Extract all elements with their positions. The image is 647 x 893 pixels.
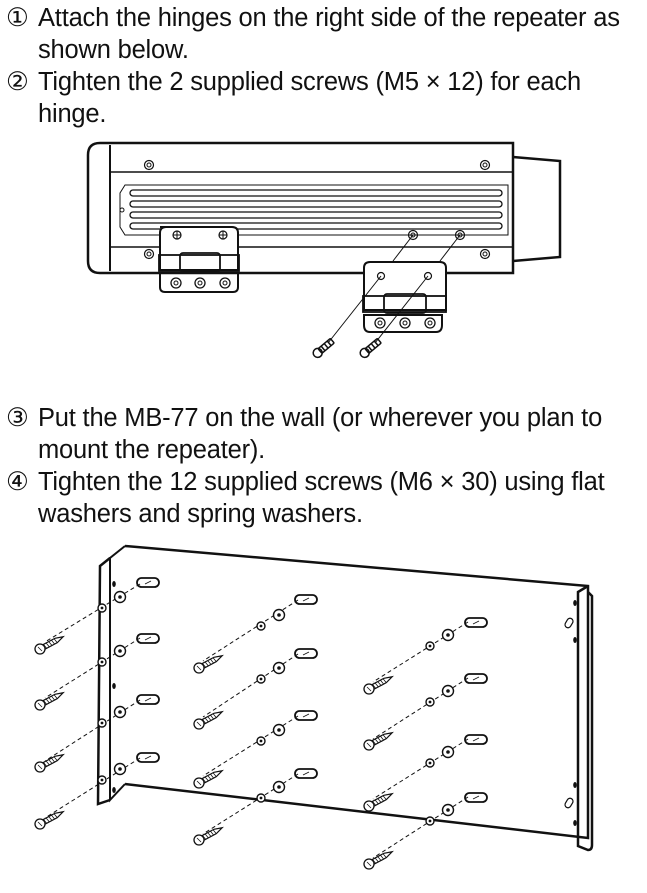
- step-number: ③: [6, 404, 29, 432]
- step-4: ④ Tighten the 12 supplied screws (M6 × 3…: [6, 466, 642, 530]
- step-number: ②: [6, 68, 29, 96]
- step-text: Attach the hinges on the right side of t…: [38, 4, 620, 64]
- step-text: Tighten the 12 supplied screws (M6 × 30)…: [38, 468, 605, 528]
- step-text: Tighten the 2 supplied screws (M5 × 12) …: [38, 68, 581, 128]
- step-3: ③ Put the MB-77 on the wall (or wherever…: [6, 402, 642, 466]
- step-number: ①: [6, 4, 29, 32]
- step-2: ② Tighten the 2 supplied screws (M5 × 12…: [6, 66, 642, 130]
- mb77-bracket-figure: [34, 544, 594, 870]
- step-1: ① Attach the hinges on the right side of…: [6, 2, 642, 66]
- step-text: Put the MB-77 on the wall (or wherever y…: [38, 404, 603, 464]
- repeater-hinge-figure: [86, 141, 562, 359]
- step-number: ④: [6, 468, 29, 496]
